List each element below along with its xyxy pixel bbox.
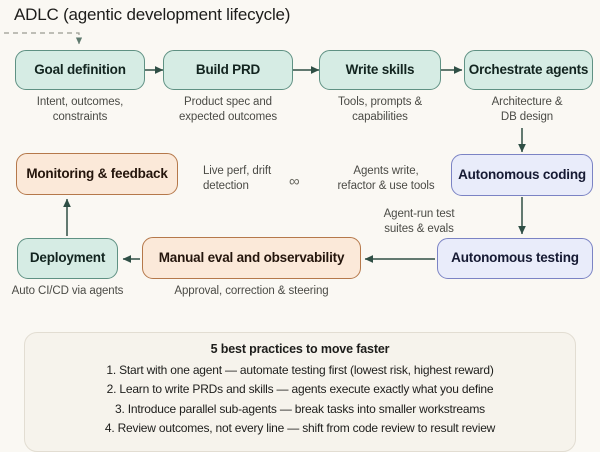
caption-autonomous-testing: Agent-run test suites & evals: [383, 208, 455, 236]
caption-write-skills: Tools, prompts & capabilities: [337, 96, 423, 124]
node-orchestrate-agents[interactable]: Orchestrate agents: [464, 50, 593, 90]
node-write-skills[interactable]: Write skills: [319, 50, 441, 90]
list-item: 1. Start with one agent — automate testi…: [106, 363, 494, 377]
caption-goal-definition: Intent, outcomes, constraints: [36, 96, 124, 124]
caption-build-prd: Product spec and expected outcomes: [178, 96, 278, 124]
caption-monitoring: Live perf, drift detection: [203, 165, 272, 193]
caption-orchestrate-agents: Architecture & DB design: [491, 96, 563, 124]
node-autonomous-coding[interactable]: Autonomous coding: [451, 154, 593, 196]
node-manual-eval[interactable]: Manual eval and observability: [142, 237, 361, 279]
node-monitoring-feedback[interactable]: Monitoring & feedback: [16, 153, 178, 195]
caption-deployment: Auto CI/CD via agents: [11, 285, 124, 297]
list-item: 3. Introduce parallel sub-agents — break…: [115, 401, 485, 416]
node-deployment[interactable]: Deployment: [17, 238, 118, 279]
infinity-icon: ∞: [289, 173, 300, 190]
list-item: 2. Learn to write PRDs and skills — agen…: [106, 382, 494, 397]
best-practices-list: 1. Start with one agent — automate testi…: [35, 361, 565, 439]
node-build-prd[interactable]: Build PRD: [163, 50, 293, 90]
best-practices-heading: 5 best practices to move faster: [210, 342, 390, 356]
caption-manual-eval: Approval, correction & steering: [174, 285, 329, 297]
page-title: ADLC (agentic development lifecycle): [14, 5, 291, 24]
node-autonomous-testing[interactable]: Autonomous testing: [437, 238, 593, 279]
node-goal-definition[interactable]: Goal definition: [15, 50, 145, 90]
caption-autonomous-coding: Agents write, refactor & use tools: [337, 165, 435, 193]
best-practices-panel: 5 best practices to move faster 1. Start…: [24, 332, 576, 452]
list-item: 4. Review outcomes, not every line — shi…: [104, 421, 496, 436]
